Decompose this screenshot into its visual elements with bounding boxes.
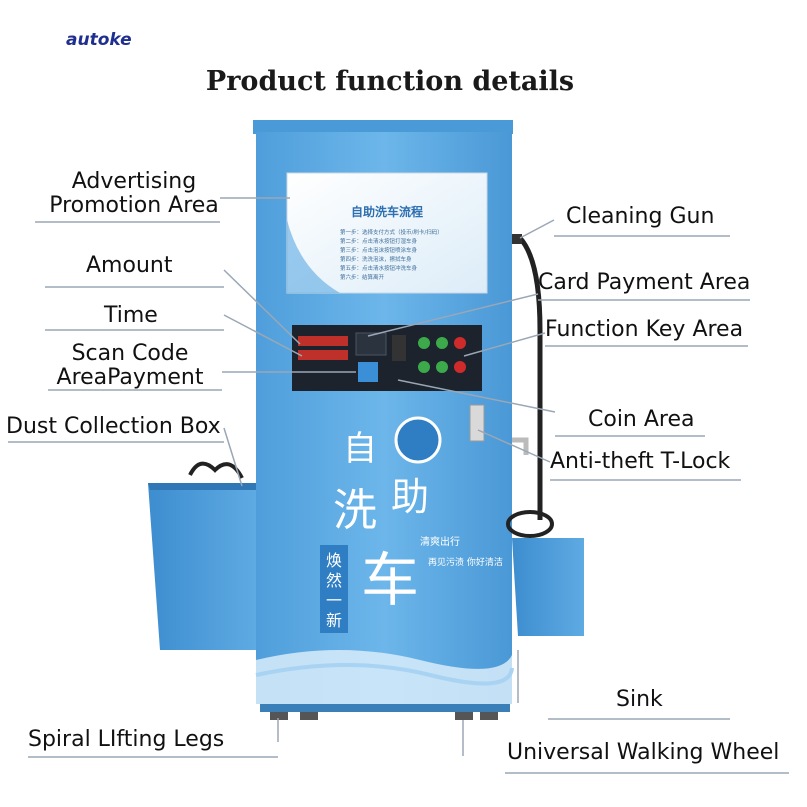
faucet (512, 437, 529, 455)
dust-collection-box (148, 483, 256, 650)
screen-step: 第五步：点击清水按钮冲洗车身 (340, 264, 418, 272)
walking-wheel (455, 712, 473, 720)
label-dust-collection-box: Dust Collection Box (6, 414, 221, 439)
side-text-char: 然 (326, 571, 342, 590)
spiral-leg (270, 712, 288, 720)
cleaning-gun-hose (518, 236, 543, 520)
base-plate (260, 704, 510, 712)
sink (512, 538, 584, 636)
label-spiral-lifting-legs: Spiral LIfting Legs (28, 727, 225, 752)
title-char: 助 (391, 475, 429, 519)
advertising-screen (286, 172, 488, 294)
card-reader (355, 332, 387, 356)
hose-coil (188, 461, 244, 479)
label-amount: Amount (86, 253, 173, 278)
hose-coil (506, 510, 554, 538)
side-text-char: 一 (326, 591, 342, 610)
leader-lines (8, 197, 789, 774)
title-char: 洗 (333, 485, 377, 536)
wave-decoration (256, 650, 512, 704)
slogan: 再见污渍 你好清洁 (428, 556, 503, 568)
function-keys (418, 337, 466, 373)
coin-slot (392, 335, 406, 361)
screen-heading: 自助洗车流程 (351, 204, 423, 219)
side-text-char: 焕 (326, 551, 342, 570)
screen-step: 第三步：点击泡沫按钮喷涂车身 (340, 246, 418, 254)
qr-scanner (358, 362, 378, 382)
brand-logo: autoke (66, 30, 132, 50)
page-title: Product function details (205, 66, 575, 97)
label-sink: Sink (616, 687, 663, 712)
side-text-char: 新 (326, 611, 342, 630)
badge-text: 清爽出行 (420, 535, 460, 548)
label-universal-walking-wheel: Universal Walking Wheel (507, 740, 780, 765)
title-char: 车 (361, 546, 419, 614)
label-advertising-area: Advertising Promotion Area (49, 169, 219, 218)
label-anti-theft-lock: Anti-theft T-Lock (550, 449, 731, 474)
screen-step: 第二步：点击清水按钮打湿车身 (340, 237, 418, 245)
cabinet-top-cap (253, 120, 513, 134)
amount-display (298, 336, 348, 346)
cleaning-gun (512, 234, 522, 244)
side-text-bar (320, 545, 348, 633)
title-char: 自 (343, 429, 377, 469)
label-coin-area: Coin Area (588, 407, 695, 432)
label-time: Time (104, 303, 158, 328)
screen-steps: 第一步：选择支付方式（投币/刷卡/扫码）第二步：点击清水按钮打湿车身第三步：点击… (340, 228, 443, 281)
time-display (298, 350, 348, 360)
walking-wheel (480, 712, 498, 720)
screen-step: 第四步：洗洗泡沫，擦拭车身 (340, 255, 412, 263)
screen-step: 第六步：结算离开 (340, 273, 385, 281)
screen-step: 第一步：选择支付方式（投币/刷卡/扫码） (340, 228, 443, 236)
spiral-leg (300, 712, 318, 720)
car-wash-emblem (394, 416, 442, 464)
label-scan-code-payment: Scan Code AreaPayment (56, 341, 204, 390)
label-function-key-area: Function Key Area (545, 317, 744, 342)
label-cleaning-gun: Cleaning Gun (566, 204, 715, 229)
t-lock (469, 404, 485, 442)
label-card-payment-area: Card Payment Area (538, 270, 751, 295)
